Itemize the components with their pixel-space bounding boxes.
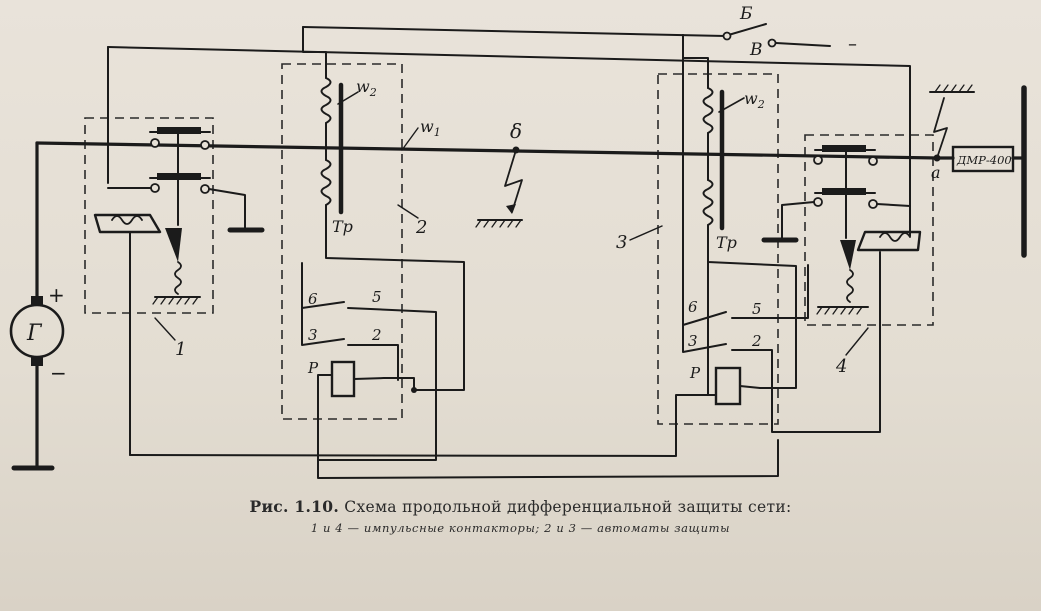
block-1-label: 1 bbox=[175, 339, 186, 360]
bottom-return-wire-1 bbox=[129, 394, 717, 457]
node-a-label: а bbox=[931, 163, 941, 182]
caption-title-line: Рис. 1.10. Схема продольной дифференциал… bbox=[0, 497, 1041, 516]
generator-minus-label: − bbox=[50, 361, 67, 385]
switch-b-contact bbox=[722, 31, 732, 41]
node-a-lightning bbox=[933, 97, 948, 159]
generator-brush-top bbox=[31, 296, 43, 305]
switch-v-label: В bbox=[749, 40, 763, 60]
switch-v-contact bbox=[767, 38, 777, 48]
block-3-label: 3 bbox=[616, 232, 627, 253]
dmr-400-label: ДМР-400 bbox=[956, 153, 1012, 167]
block-2-label: 2 bbox=[415, 217, 427, 238]
generator-label: Г bbox=[26, 321, 43, 346]
bottom-return-wire-2 bbox=[317, 439, 779, 479]
caption-title: Схема продольной дифференциальной защиты… bbox=[344, 498, 792, 516]
w1-label: w1 bbox=[420, 117, 441, 139]
tr-left-top-wire bbox=[302, 26, 327, 79]
left-contact-5-label: 5 bbox=[372, 288, 382, 306]
left-contact-3-label: 3 bbox=[308, 326, 318, 344]
fault-point-label: δ bbox=[510, 119, 522, 143]
tr-right-label: Тр bbox=[716, 233, 737, 252]
w2-right-label: w2 bbox=[744, 89, 765, 111]
left-contact-6-label: 6 bbox=[308, 290, 318, 308]
block-3-leader bbox=[629, 225, 663, 241]
block-2-leader bbox=[397, 204, 419, 219]
main-bus-line bbox=[35, 141, 939, 160]
block-2-relay-contacts bbox=[301, 262, 437, 461]
block-3-transformer bbox=[702, 87, 797, 389]
block-3-boundary bbox=[657, 73, 779, 425]
block-4-label: 4 bbox=[835, 356, 847, 377]
right-contact-2-label: 2 bbox=[751, 332, 762, 350]
block-2-boundary bbox=[281, 63, 403, 420]
top-control-wire-upper bbox=[302, 26, 726, 37]
generator-plus-label: + bbox=[48, 283, 65, 307]
w1-leader bbox=[401, 127, 419, 151]
right-contact-6-label: 6 bbox=[688, 298, 698, 316]
block-4-boundary bbox=[804, 134, 934, 326]
right-relay-label: Р bbox=[689, 364, 701, 382]
block-4-contactor bbox=[761, 145, 922, 315]
top-control-wire-lower bbox=[107, 46, 911, 237]
block-3-relay-contacts bbox=[682, 34, 881, 433]
left-contact-2-label: 2 bbox=[371, 326, 382, 344]
right-contact-5-label: 5 bbox=[752, 300, 762, 318]
right-contact-3-label: 3 bbox=[688, 332, 698, 350]
block-4-leader bbox=[845, 327, 869, 356]
switch-bv-blade bbox=[724, 23, 767, 37]
block-2-transformer bbox=[320, 77, 465, 391]
switch-v-wire bbox=[775, 42, 831, 47]
block-1-boundary bbox=[84, 117, 214, 314]
fault-lightning bbox=[504, 149, 523, 213]
switch-minus-label: – bbox=[848, 34, 857, 55]
switch-b-label: Б bbox=[739, 4, 753, 24]
figure-caption: Рис. 1.10. Схема продольной дифференциал… bbox=[0, 497, 1041, 535]
left-relay-label: Р bbox=[307, 359, 319, 377]
caption-legend: 1 и 4 — импульсные контакторы; 2 и 3 — а… bbox=[310, 521, 731, 535]
block-1-contactor bbox=[93, 127, 265, 456]
generator-brush-bottom bbox=[31, 357, 43, 366]
block-1-leader bbox=[154, 317, 176, 341]
w2-left-label: w2 bbox=[356, 77, 377, 99]
tr-left-label: Тр bbox=[332, 217, 353, 236]
caption-figure-number: Рис. 1.10. bbox=[249, 497, 340, 516]
